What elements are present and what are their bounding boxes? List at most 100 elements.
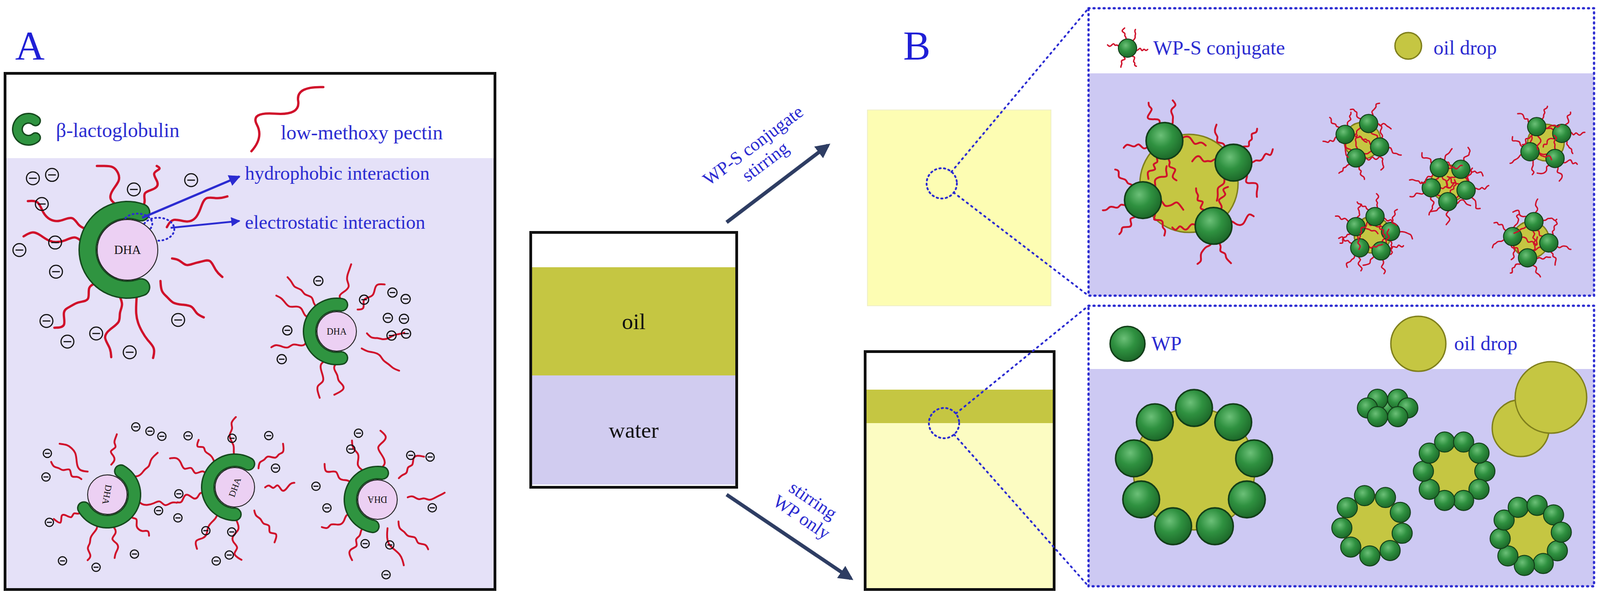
charge-circle (174, 489, 184, 499)
pectin-chain (1344, 141, 1349, 158)
pectin-chain (357, 284, 385, 310)
pectin-chain (1446, 209, 1450, 225)
charge-circle (277, 355, 287, 365)
charge-bar (28, 177, 37, 180)
charge-bar (408, 455, 414, 457)
pectin-chain (131, 453, 158, 478)
charge-circle (282, 326, 292, 336)
leader-arrow (142, 176, 240, 218)
panel-ground (5, 158, 495, 590)
charge-bar (266, 435, 272, 437)
charge-bar (387, 544, 393, 547)
charge-bar (15, 249, 24, 251)
dha-circle: DHA (87, 474, 128, 516)
charge-bar (132, 553, 138, 556)
molecule-label: DHA (367, 495, 388, 505)
protein-sphere (1524, 212, 1544, 232)
pectin-chain (1381, 258, 1386, 274)
layer-label: water (608, 419, 659, 442)
pectin-chain (398, 522, 429, 550)
charge-circle (183, 432, 193, 441)
charge-circle (385, 541, 395, 550)
charge-bar (155, 510, 162, 512)
charge-bar (133, 426, 139, 428)
emulsion-drawing (1102, 27, 1587, 576)
charge-bar (385, 317, 391, 319)
protein-sphere (1175, 389, 1213, 427)
charge-bar (203, 530, 209, 532)
pectin-chain (1357, 202, 1370, 212)
charge-circle (39, 314, 53, 328)
charge-circle (383, 313, 393, 323)
protein-sphere (1539, 233, 1558, 253)
protein-crescent (83, 471, 135, 523)
charge-circle (145, 427, 155, 436)
protein-sphere (1124, 182, 1162, 219)
charge-circle (171, 313, 185, 327)
pectin-chain (170, 458, 207, 477)
pectin-chain (1522, 132, 1533, 145)
legend-text: β-lactoglobulin (55, 119, 180, 142)
pectin-chain (333, 361, 344, 395)
protein-sphere (1228, 481, 1266, 519)
molecule-label: DHA (227, 476, 243, 499)
protein-sphere (1136, 404, 1174, 441)
legend-swatch (1390, 316, 1446, 372)
pectin-chain (1430, 195, 1434, 212)
protein-sphere (1359, 546, 1380, 567)
pectin-chain (172, 258, 223, 278)
protein-sphere (1370, 138, 1389, 157)
pectin-chain (1335, 216, 1350, 223)
pectin-chain (1378, 223, 1385, 239)
arrow-label: WP-S conjugate stirring (692, 96, 827, 212)
charge-circle (387, 331, 397, 341)
protein-sphere (1413, 461, 1434, 482)
pectin-chain (111, 434, 117, 465)
protein-sphere (1354, 485, 1375, 506)
charge-bar (93, 566, 99, 569)
legend-text: WP (1151, 333, 1182, 356)
charge-circle (58, 557, 67, 566)
charge-circle (12, 244, 26, 257)
protein-sphere (1122, 481, 1160, 519)
molecule-label: DHA (100, 484, 114, 506)
protein-sphere (1346, 217, 1366, 236)
protein-sphere (1196, 508, 1234, 545)
zoom-frame (1088, 8, 1595, 296)
charge-circle (354, 429, 363, 438)
protein-sphere (1474, 461, 1495, 482)
protein-sphere (1518, 248, 1537, 267)
charge-bar (226, 555, 232, 557)
charge-circle (322, 504, 332, 513)
pectin-chain (339, 264, 351, 303)
charge-bar (389, 292, 396, 294)
protein-sphere (1155, 508, 1192, 545)
charge-circle (264, 431, 273, 440)
pectin-chain (1537, 133, 1541, 150)
pectin-chain (1535, 199, 1538, 215)
protein-sphere (1195, 207, 1233, 245)
pectin-chain (1534, 257, 1551, 260)
charge-circle (43, 449, 52, 458)
charge-circle (127, 183, 141, 196)
charge-circle (359, 295, 369, 305)
charge-circle (388, 288, 398, 298)
pectin-chain (232, 517, 242, 561)
complex (51, 434, 178, 561)
pectin-chain (1447, 176, 1461, 187)
pectin-chain (1455, 200, 1471, 206)
pectin-chain (324, 464, 352, 485)
pectin-chain (136, 294, 155, 359)
protein-sphere (1434, 432, 1455, 453)
charge-circle (35, 197, 49, 211)
molecule-label: DHA (326, 327, 347, 337)
charge-bar (383, 574, 389, 576)
protein-sphere (1520, 142, 1539, 162)
pectin-chain (1544, 125, 1560, 129)
charge-circle (227, 434, 237, 443)
pectin-chain (407, 493, 445, 500)
protein-sphere (1375, 487, 1396, 508)
oil-layer (865, 389, 1055, 424)
protein-sphere (1115, 440, 1153, 478)
legend-text: oil drop (1454, 333, 1518, 356)
